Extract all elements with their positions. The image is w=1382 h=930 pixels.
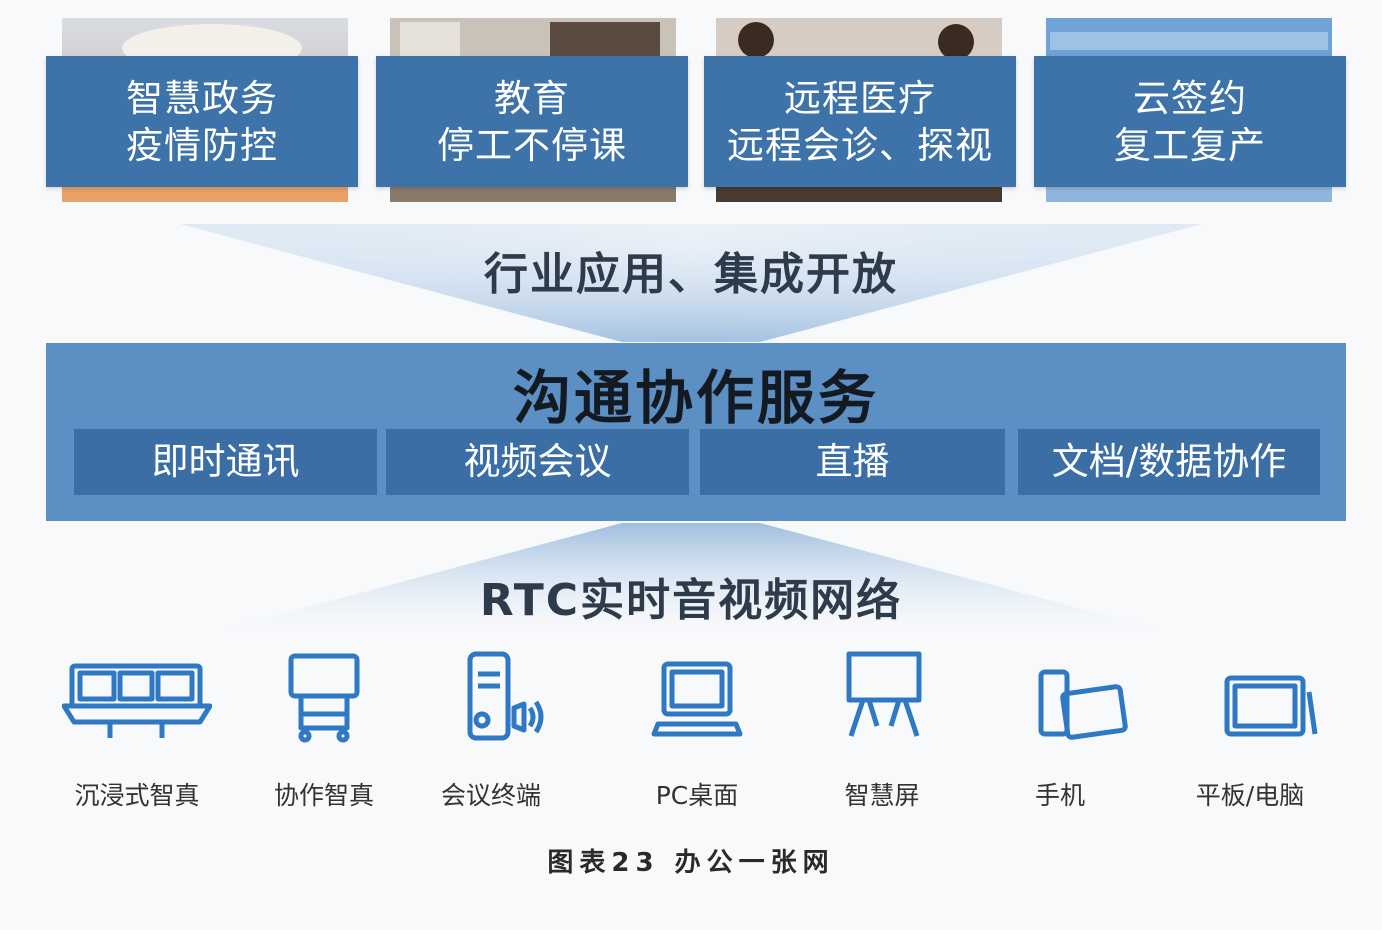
- figure-caption: 图表23 办公一张网: [547, 848, 835, 878]
- upper-funnel-label: 行业应用、集成开放: [484, 249, 898, 300]
- application-card-line1: 智慧政务: [126, 76, 278, 120]
- mobile-phone-icon: [1038, 669, 1128, 740]
- conference-terminal-icon: [467, 651, 544, 741]
- collaboration-board-icon: [288, 653, 360, 743]
- device-label: PC桌面: [655, 781, 739, 810]
- lower-funnel-label: RTC实时音视频网络: [479, 575, 903, 626]
- smart-screen-icon: [846, 651, 922, 737]
- device-immersive: 沉浸式智真: [47, 648, 227, 810]
- upper-funnel-shape: [180, 224, 1202, 342]
- device-collaboration: 协作智真: [234, 648, 414, 810]
- immersive-telepresence-icon: [62, 663, 212, 738]
- device-label: 平板/电脑: [1195, 781, 1305, 810]
- application-card-signing: 云签约 复工复产: [1034, 56, 1346, 187]
- application-card-education: 教育 停工不停课: [376, 56, 688, 187]
- device-conference-terminal: 会议终端: [401, 648, 581, 810]
- application-card-line1: 云签约: [1133, 76, 1247, 120]
- application-card-line2: 远程会诊、探视: [727, 123, 993, 167]
- application-card-line2: 复工复产: [1114, 123, 1266, 167]
- pc-monitor-icon: [651, 661, 743, 737]
- device-smart-screen: 智慧屏: [792, 648, 972, 810]
- device-label: 会议终端: [440, 781, 541, 810]
- device-label: 协作智真: [273, 781, 374, 810]
- device-label: 沉浸式智真: [74, 781, 200, 810]
- application-card-medical: 远程医疗 远程会诊、探视: [704, 56, 1016, 187]
- device-label: 智慧屏: [844, 781, 920, 810]
- service-band: 沟通协作服务 即时通讯 视频会议 直播 文档/数据协作: [46, 343, 1346, 521]
- application-card-line2: 停工不停课: [437, 123, 627, 167]
- application-card-government: 智慧政务 疫情防控: [46, 56, 358, 187]
- application-card-line2: 疫情防控: [126, 123, 278, 167]
- service-item-video-conference: 视频会议: [386, 429, 689, 495]
- device-pc: PC桌面: [607, 648, 787, 810]
- service-title: 沟通协作服务: [512, 364, 879, 432]
- lower-funnel-shape: [180, 523, 1202, 641]
- device-tablet-laptop: 平板/电脑: [1160, 648, 1340, 810]
- service-item-doc-collab: 文档/数据协作: [1018, 429, 1320, 495]
- application-card-line1: 远程医疗: [784, 76, 936, 120]
- service-item-live: 直播: [700, 429, 1005, 495]
- device-phone: 手机: [970, 648, 1150, 810]
- service-item-im: 即时通讯: [74, 429, 377, 495]
- tablet-laptop-icon: [1224, 675, 1318, 737]
- application-card-line1: 教育: [494, 76, 570, 120]
- device-label: 手机: [1034, 781, 1085, 810]
